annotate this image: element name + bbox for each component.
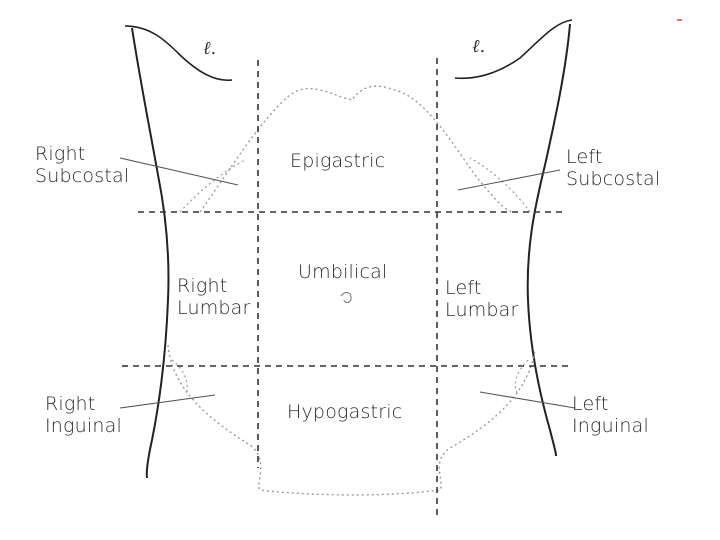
label-hypogastric: Hypogastric (287, 401, 403, 423)
label-umbilical: Umbilical (298, 261, 388, 283)
rib-arc-left (179, 159, 246, 213)
rib-arc-right (469, 157, 531, 213)
leader-right-inguinal (119, 394, 216, 409)
leader-left-subcostal (457, 169, 561, 191)
body-outline-right-side (131, 27, 170, 479)
leader-right-subcostal (119, 157, 239, 186)
iliac-crest-left (514, 359, 529, 395)
label-left-lumbar: Left Lumbar (445, 277, 519, 321)
label-epigastric: Epigastric (290, 150, 386, 172)
pelvis-outline (167, 344, 536, 496)
label-left-inguinal: Left Inguinal (572, 393, 649, 437)
label-left-subcostal: Left Subcostal (566, 146, 661, 190)
rib-mark-left: ℓ. (472, 36, 486, 57)
leader-left-inguinal (479, 391, 576, 409)
shoulder-line-left (454, 19, 573, 80)
label-right-subcostal: Right Subcostal (35, 143, 130, 187)
label-right-lumbar: Right Lumbar (177, 275, 251, 319)
shoulder-line-right (124, 25, 233, 81)
umbilicus-mark (340, 291, 352, 304)
label-right-inguinal: Right Inguinal (45, 393, 122, 437)
body-outline-left-side (526, 23, 571, 457)
rib-mark-right: ℓ. (203, 38, 217, 59)
